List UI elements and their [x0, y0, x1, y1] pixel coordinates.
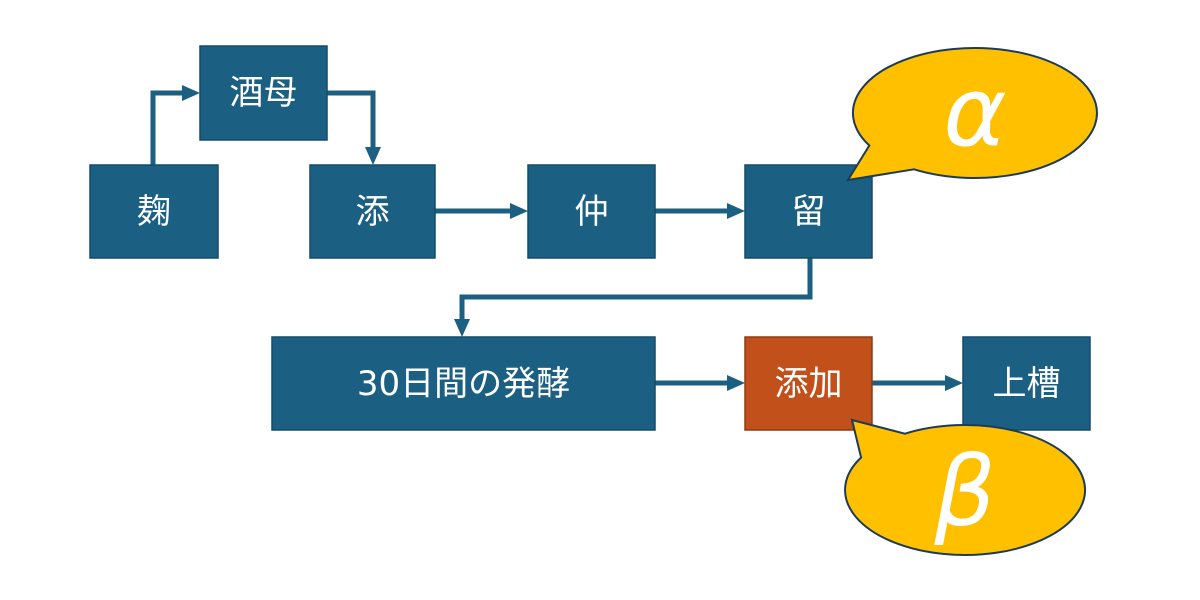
node-addition: 添加: [744, 336, 873, 431]
node-joso-label: 上槽: [993, 364, 1061, 404]
node-joso-box: [962, 336, 1091, 431]
node-naka-box: [527, 164, 656, 259]
node-fermentation-box: [271, 336, 656, 431]
node-fermentation-label: 30日間の発酵: [357, 364, 570, 404]
callout-alpha-label: α: [943, 56, 1006, 168]
node-soe-label: 添: [356, 192, 390, 232]
node-shubo-label: 酒母: [230, 73, 298, 113]
node-koji: 麹: [89, 164, 219, 259]
callout-alpha: α: [845, 46, 1098, 182]
arrow-koji-to-shubo: [150, 85, 200, 165]
node-soe-box: [309, 164, 436, 259]
arrow-tome-to-fermentation: [454, 258, 813, 337]
node-naka-label: 仲: [575, 192, 609, 232]
node-koji-box: [89, 164, 219, 259]
callout-beta-label: β: [933, 436, 995, 548]
node-tome-label: 留: [792, 192, 826, 232]
node-addition-box: [744, 336, 873, 431]
node-joso: 上槽: [962, 336, 1091, 431]
callout-beta-bubble: [844, 418, 1087, 556]
node-shubo-box: [199, 45, 328, 141]
node-soe: 添: [309, 164, 436, 259]
callout-alpha-bubble: [845, 46, 1098, 182]
arrow-shubo-to-soe: [327, 90, 381, 165]
callout-beta: β: [844, 418, 1087, 556]
node-shubo: 酒母: [199, 45, 328, 141]
node-koji-label: 麹: [137, 192, 171, 232]
arrows: [150, 85, 963, 391]
node-addition-label: 添加: [775, 364, 843, 404]
node-naka: 仲: [527, 164, 656, 259]
node-fermentation: 30日間の発酵: [271, 336, 656, 431]
